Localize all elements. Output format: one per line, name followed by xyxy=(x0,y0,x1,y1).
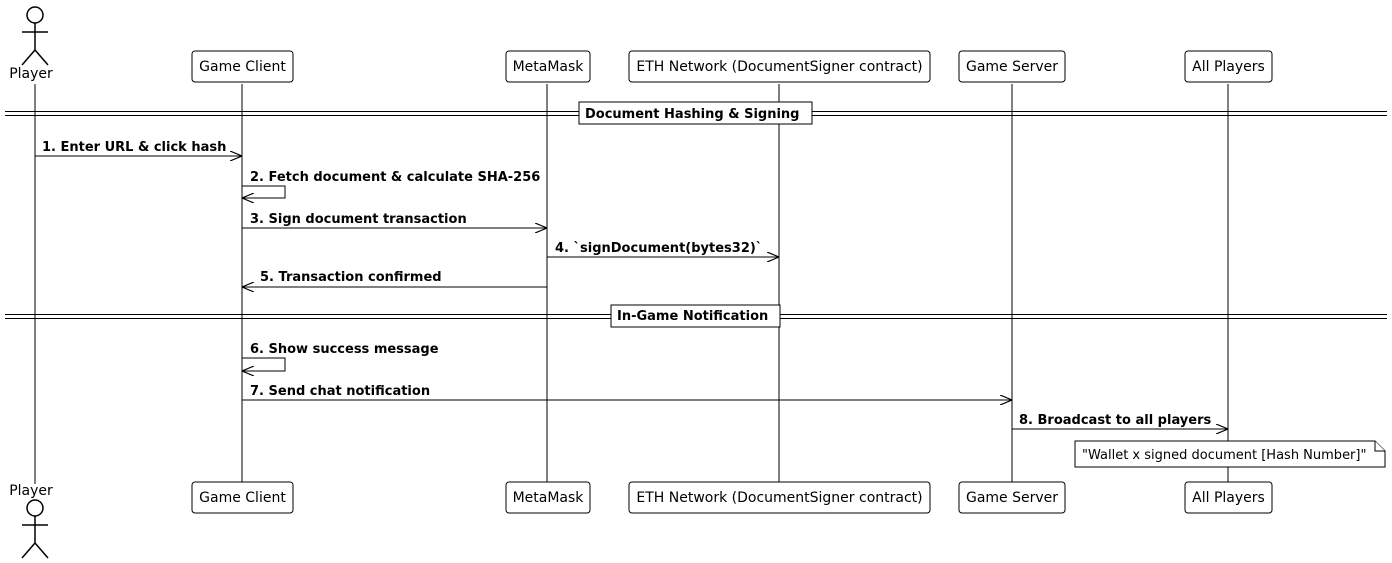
participant-label: Game Client xyxy=(199,490,286,506)
participant-game-server-bottom: Game Server xyxy=(958,481,1066,514)
participant-game-server-top: Game Server xyxy=(958,50,1066,83)
section-label: In-Game Notification xyxy=(617,309,768,324)
participant-label: ETH Network (DocumentSigner contract) xyxy=(636,490,922,506)
participants-bottom: Player Game Client MetaMask ETH Network … xyxy=(9,481,1273,559)
section-separator-in-game-notification: In-Game Notification xyxy=(5,304,1387,328)
participant-game-client-top: Game Client xyxy=(191,50,294,83)
participant-label: All Players xyxy=(1192,490,1265,506)
actor-head-icon xyxy=(26,6,44,24)
participant-eth-network-top: ETH Network (DocumentSigner contract) xyxy=(628,50,931,83)
actor-label-player: Player xyxy=(9,66,53,82)
actor-player-bottom: Player xyxy=(9,483,53,559)
participant-label: MetaMask xyxy=(513,490,585,506)
note-label: "Wallet x signed document [Hash Number]" xyxy=(1082,448,1366,463)
actor-head-icon xyxy=(26,499,44,517)
participant-label: MetaMask xyxy=(513,59,585,75)
message-8: 8. Broadcast to all players xyxy=(1012,413,1227,429)
message-2: 2. Fetch document & calculate SHA-256 xyxy=(242,170,540,198)
participant-metamask-bottom: MetaMask xyxy=(505,481,591,514)
message-1: 1. Enter URL & click hash xyxy=(35,140,241,156)
participant-all-players-top: All Players xyxy=(1184,50,1273,83)
section-separator-document-hashing: Document Hashing & Signing xyxy=(5,101,1387,125)
participant-eth-network-bottom: ETH Network (DocumentSigner contract) xyxy=(628,481,931,514)
message-label: 6. Show success message xyxy=(250,342,439,357)
lifelines xyxy=(34,84,1229,484)
message-3: 3. Sign document transaction xyxy=(242,212,546,228)
message-label: 2. Fetch document & calculate SHA-256 xyxy=(250,170,540,185)
note-all-players: "Wallet x signed document [Hash Number]" xyxy=(1074,440,1386,468)
participant-label: Game Server xyxy=(966,59,1058,75)
message-7: 7. Send chat notification xyxy=(242,384,1011,400)
actor-player-top: Player xyxy=(9,6,53,82)
participant-label: Game Client xyxy=(199,59,286,75)
message-label: 5. Transaction confirmed xyxy=(260,270,442,285)
section-label: Document Hashing & Signing xyxy=(585,107,800,122)
message-label: 8. Broadcast to all players xyxy=(1019,413,1212,428)
participant-label: ETH Network (DocumentSigner contract) xyxy=(636,59,922,75)
message-label: 3. Sign document transaction xyxy=(250,212,467,227)
message-5: 5. Transaction confirmed xyxy=(243,270,547,287)
participant-label: Game Server xyxy=(966,490,1058,506)
participant-all-players-bottom: All Players xyxy=(1184,481,1273,514)
message-label: 7. Send chat notification xyxy=(250,384,430,399)
participants-top: Player Game Client MetaMask ETH Network … xyxy=(9,6,1273,83)
message-6: 6. Show success message xyxy=(242,342,439,371)
message-label: 1. Enter URL & click hash xyxy=(42,140,226,155)
actor-label-player: Player xyxy=(9,483,53,499)
message-4: 4. `signDocument(bytes32)` xyxy=(547,241,778,257)
message-label: 4. `signDocument(bytes32)` xyxy=(555,241,762,256)
participant-metamask-top: MetaMask xyxy=(505,50,591,83)
participant-game-client-bottom: Game Client xyxy=(191,481,294,514)
participant-label: All Players xyxy=(1192,59,1265,75)
